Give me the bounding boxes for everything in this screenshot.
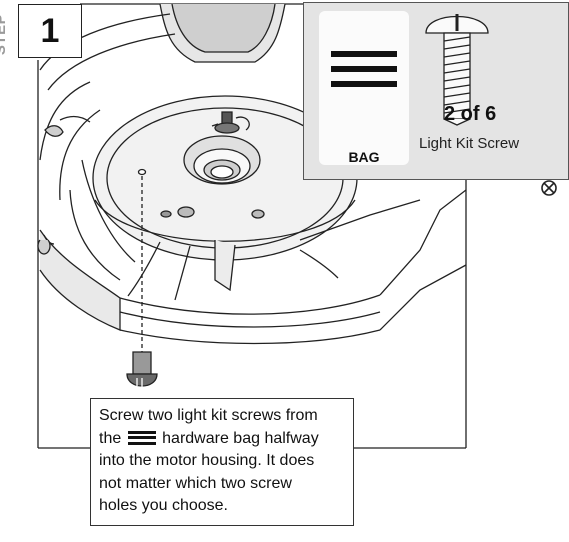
bag-label: BAG [348,149,380,165]
quantity-label: 2 of 6 [444,103,497,125]
instruction-text: Screw two light kit screws from the hard… [90,398,354,526]
instruction-line: the hardware bag halfway [99,429,319,447]
instruction-line: not matter which two screw [99,474,292,492]
three-bars-icon [127,430,156,445]
instruction-line: holes you choose. [99,497,228,514]
instruction-line: into the motor housing. It does [99,452,315,469]
three-bars-icon [331,51,397,96]
part-name-label: Light Kit Screw [419,135,520,152]
step-label: STEP [0,13,10,56]
instruction-line: Screw two light kit screws from [99,407,318,424]
hardware-bag: BAG [319,11,409,165]
step-number: 1 [18,4,82,58]
light-kit-screw-icon [425,14,489,126]
parts-callout: BAG 2 of 6 Light Kit Screw [303,2,569,180]
